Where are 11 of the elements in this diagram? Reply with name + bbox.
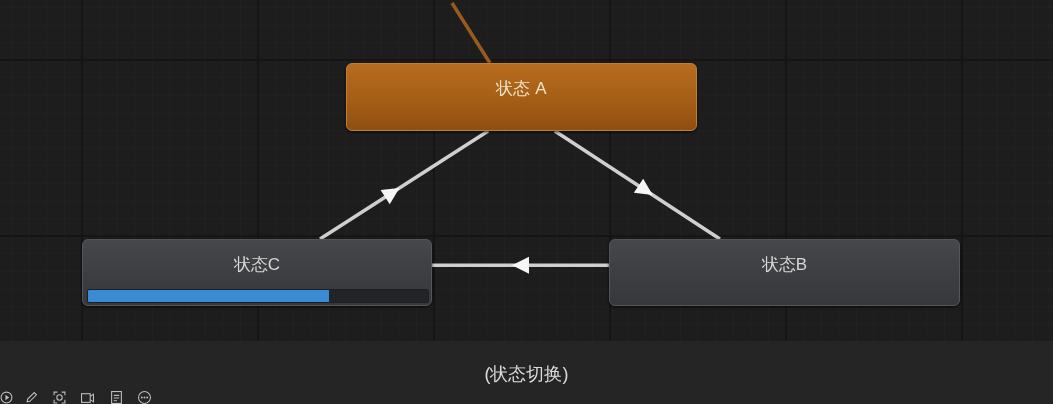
caption: (状态切换) <box>484 363 569 386</box>
state-label: 状态 A <box>496 79 547 99</box>
state-label: 状态B <box>761 255 808 275</box>
state-label: 状态C <box>233 255 281 275</box>
active-state-box <box>346 63 697 131</box>
connector-line <box>450 2 492 64</box>
arrow <box>553 129 721 241</box>
arrow <box>319 129 490 241</box>
state-box <box>609 239 960 306</box>
arrow <box>432 256 609 274</box>
state-box <box>82 239 432 306</box>
